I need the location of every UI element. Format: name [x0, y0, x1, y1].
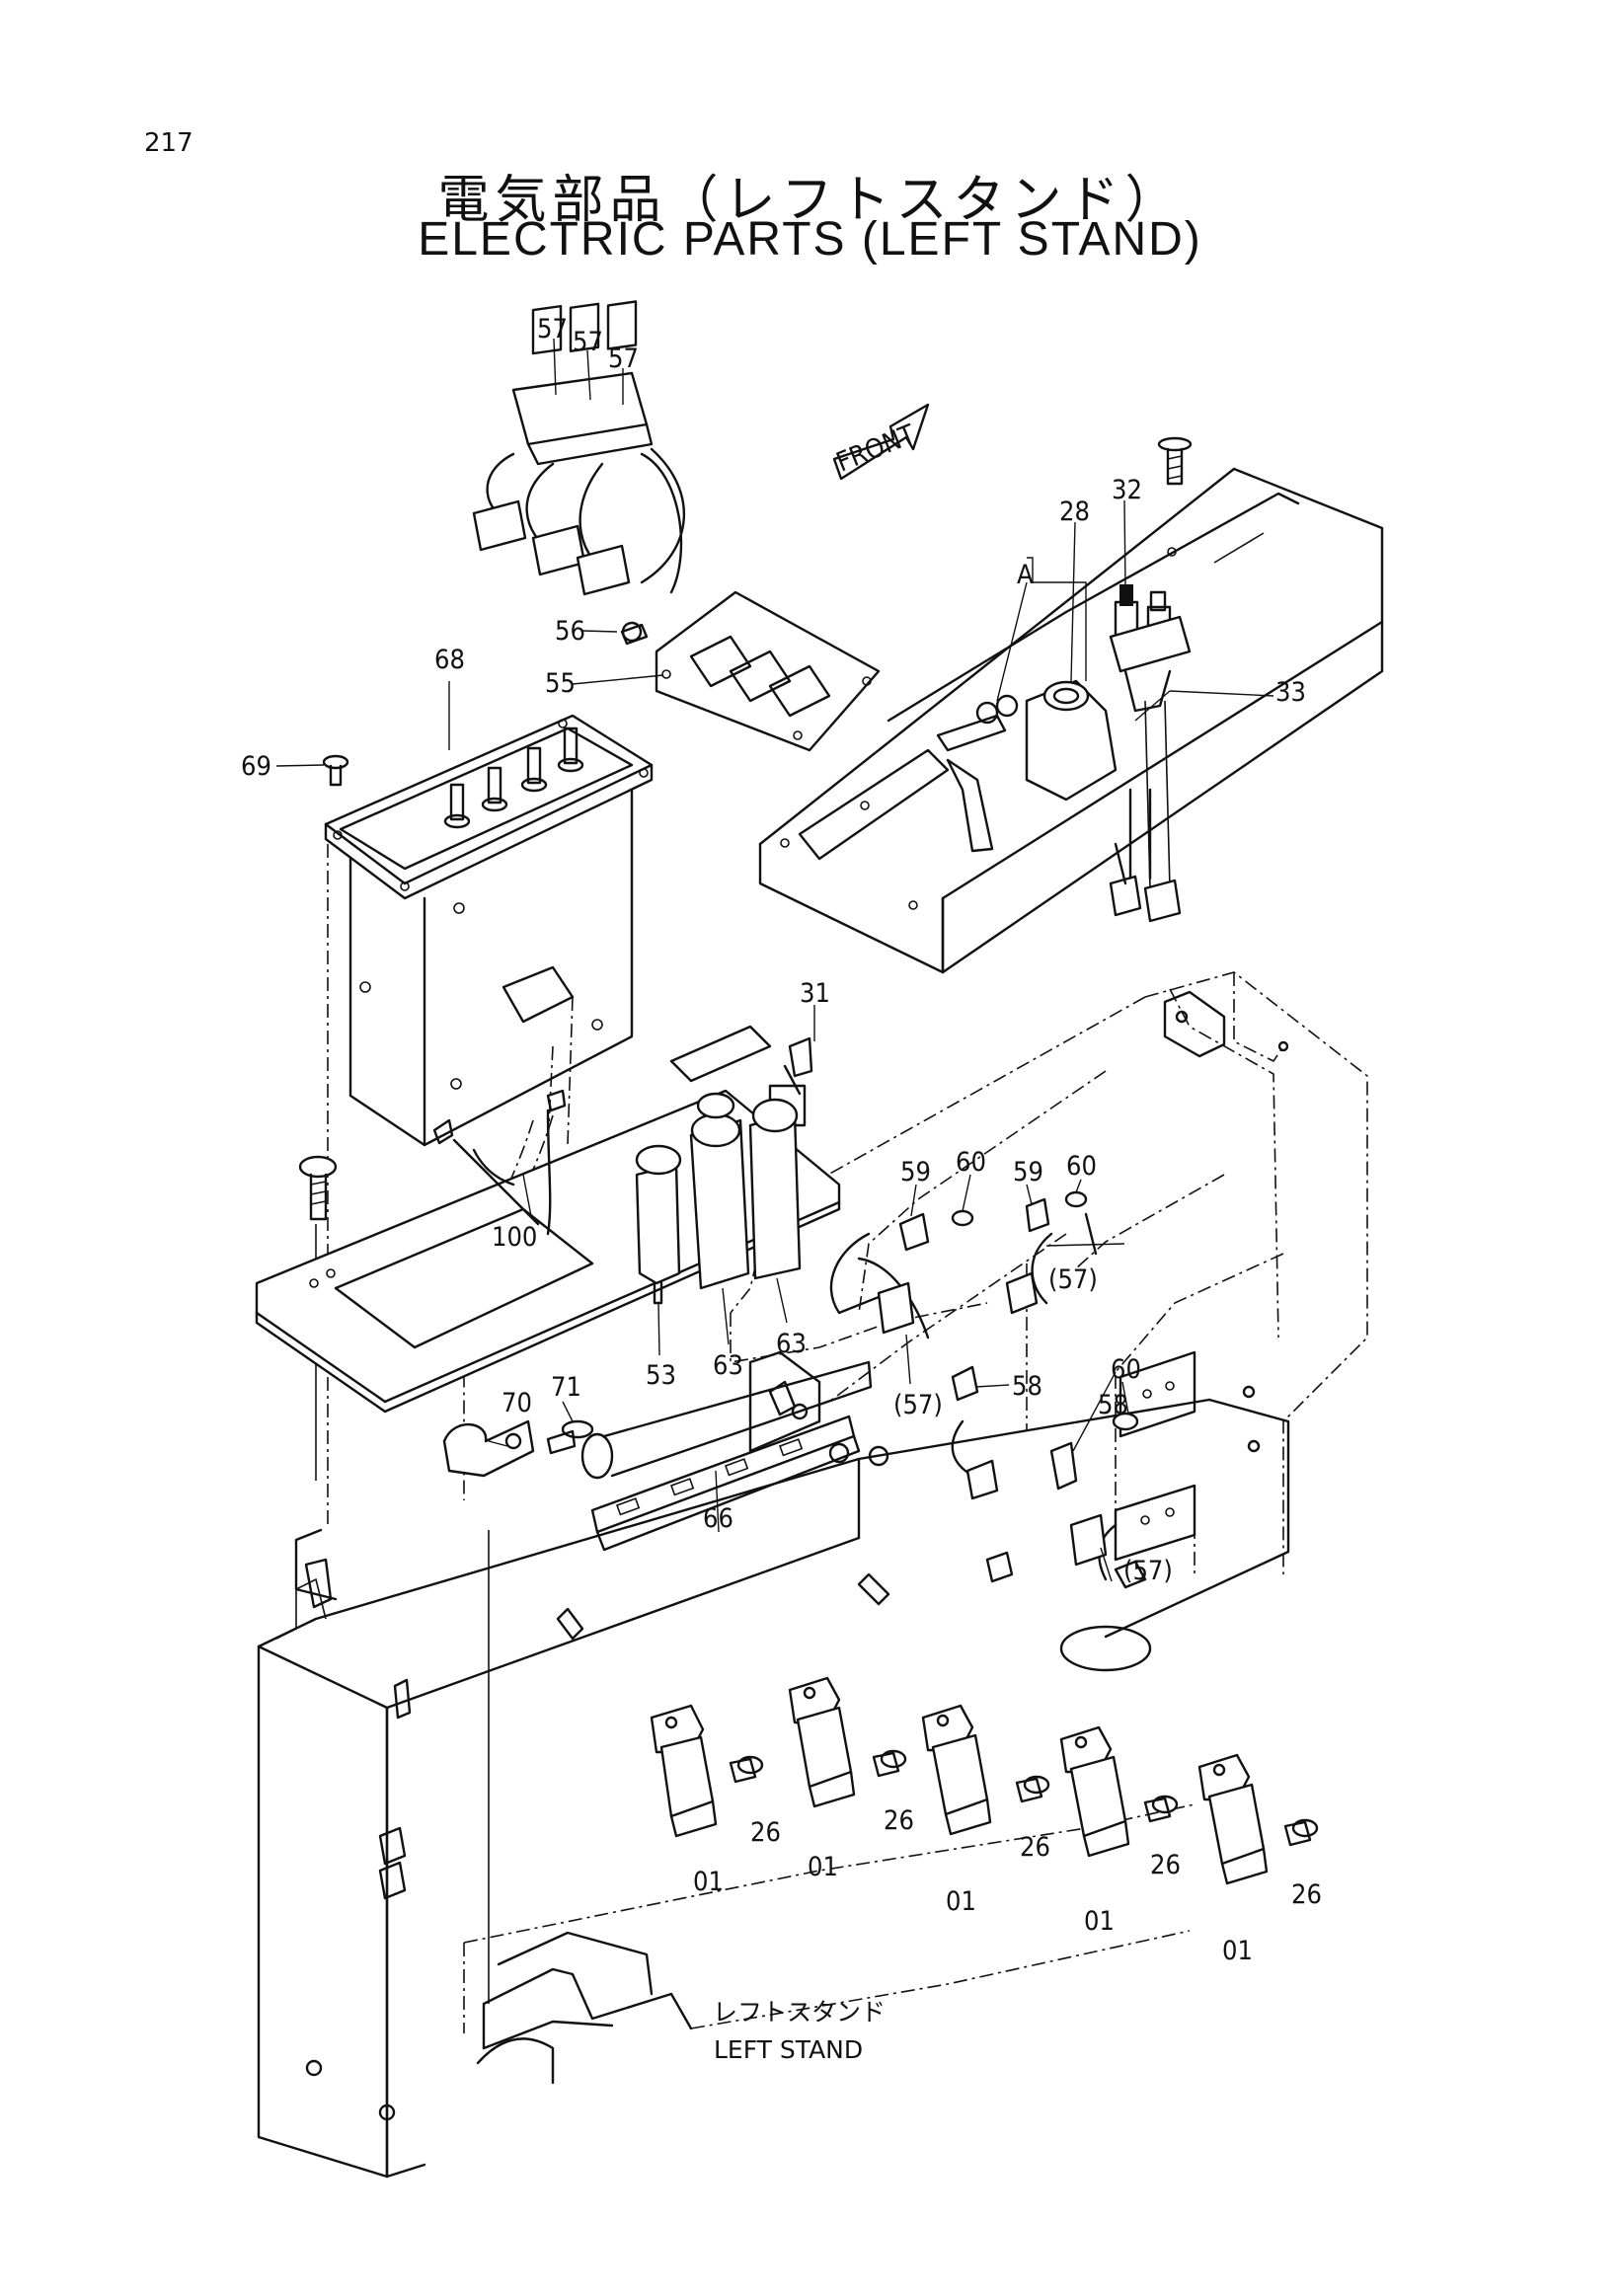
label-53: 53 — [646, 1360, 676, 1391]
label-66: 66 — [703, 1503, 733, 1534]
label-01-a: 01 — [693, 1867, 724, 1897]
label-71: 71 — [551, 1372, 581, 1403]
label-01-c: 01 — [946, 1886, 976, 1917]
caption-japanese: レフトスタンド — [713, 1998, 886, 2027]
label-56: 56 — [555, 616, 585, 647]
label-57-d: (57) — [1048, 1264, 1098, 1295]
switch-panel-55 — [620, 590, 881, 752]
label-26-a: 26 — [750, 1817, 781, 1848]
label-57-a: 57 — [537, 314, 568, 344]
label-33: 33 — [1275, 677, 1306, 708]
label-60-c: 60 — [1111, 1354, 1141, 1385]
page-number: 217 — [144, 128, 193, 158]
label-31: 31 — [800, 978, 830, 1009]
relay-1 — [650, 1704, 764, 1838]
label-69: 69 — [241, 751, 271, 782]
leader-lines — [275, 338, 1274, 1582]
rocker-switch-group — [472, 300, 685, 596]
label-68: 68 — [434, 645, 465, 675]
label-57-c: 57 — [608, 344, 639, 374]
key-switch-plate — [758, 436, 1384, 974]
switch-plate — [255, 1025, 841, 1601]
title-english: ELECTRIC PARTS (LEFT STAND) — [418, 213, 1202, 266]
label-60-a: 60 — [956, 1147, 986, 1178]
title-japanese: 電気部品（レフトスタンド） — [437, 171, 1183, 230]
label-26-d: 26 — [1150, 1850, 1181, 1880]
label-01-e: 01 — [1222, 1936, 1253, 1966]
label-60-b: 60 — [1066, 1151, 1097, 1182]
label-01-d: 01 — [1084, 1906, 1115, 1937]
stand-caption: レフトスタンド LEFT STAND — [713, 1998, 886, 2064]
label-59-a: 59 — [900, 1157, 931, 1187]
front-arrow-icon: FRONT — [832, 403, 930, 481]
view-label-a: A — [1017, 560, 1034, 590]
relay-2 — [788, 1676, 907, 1808]
label-63-a: 63 — [713, 1350, 743, 1381]
label-32: 32 — [1112, 475, 1142, 505]
label-58-a: 58 — [1012, 1371, 1042, 1402]
label-58-b: 58 — [1098, 1390, 1128, 1420]
label-70: 70 — [501, 1388, 532, 1418]
clamp-70 — [442, 1419, 594, 1478]
label-59-b: 59 — [1013, 1157, 1043, 1187]
relay-3 — [921, 1704, 1050, 1836]
part-labels: 57 57 57 32 28 A 33 56 55 68 69 31 100 5… — [241, 314, 1322, 1966]
label-26-c: 26 — [1020, 1832, 1050, 1863]
label-01-b: 01 — [808, 1852, 838, 1882]
label-57-b: 57 — [573, 327, 603, 357]
left-stand-base — [257, 1398, 1290, 2179]
label-55: 55 — [545, 668, 576, 699]
caption-english: LEFT STAND — [714, 2035, 863, 2064]
label-26-b: 26 — [884, 1805, 914, 1836]
label-57-e: (57) — [893, 1390, 943, 1420]
relay-5 — [1197, 1753, 1319, 1885]
connectors — [748, 1190, 1139, 1583]
label-26-e: 26 — [1291, 1879, 1322, 1910]
terminal-strip-66 — [556, 1360, 890, 1641]
stand-frame — [730, 971, 1368, 1672]
relays — [650, 1676, 1319, 1885]
front-arrow-label: FRONT — [832, 420, 920, 479]
label-57-f: (57) — [1123, 1556, 1173, 1586]
label-28: 28 — [1059, 497, 1090, 527]
relay-4 — [1059, 1725, 1179, 1858]
label-100: 100 — [492, 1222, 537, 1253]
label-63-b: 63 — [776, 1329, 807, 1359]
